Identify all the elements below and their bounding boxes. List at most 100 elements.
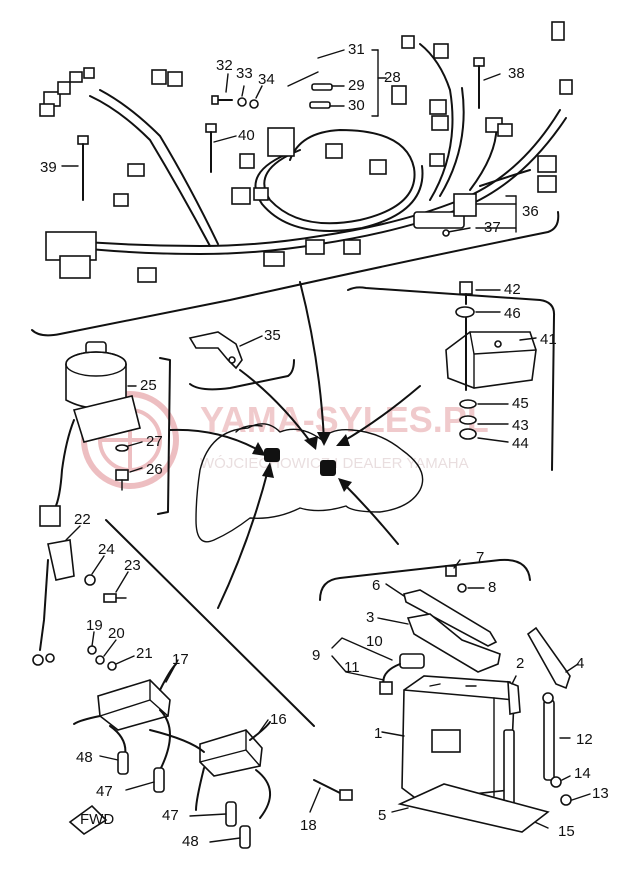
plug-cap-47a	[153, 767, 165, 793]
main-switch-group	[39, 341, 143, 527]
fuse-29	[311, 83, 333, 91]
part-number-label: 45	[512, 395, 529, 412]
part-number-label: 7	[476, 549, 484, 566]
ignition-coil-group: FWD	[32, 525, 353, 849]
part-number-label: 21	[136, 645, 153, 662]
part-number-label: 43	[512, 417, 529, 434]
part-number-label: 12	[576, 731, 593, 748]
bolt-13	[560, 794, 572, 806]
part-number-label: 44	[512, 435, 529, 452]
lead-2	[507, 680, 521, 715]
part-number-label: 29	[348, 77, 365, 94]
part-number-label: 4	[576, 655, 584, 672]
cdi-box-divider	[347, 286, 556, 471]
strap-4	[526, 626, 571, 690]
bolt-26	[115, 469, 129, 481]
fwd-arrow	[68, 804, 108, 835]
part-number-label: 31	[348, 41, 365, 58]
bracket-35-group	[188, 331, 263, 370]
part-number-label: 25	[140, 377, 157, 394]
washer-34	[249, 99, 259, 109]
part-number-label: 47	[162, 807, 179, 824]
washer-27	[115, 444, 129, 452]
vent-tube-15	[503, 729, 515, 811]
watermark: YAMA-SYLES.PL WÓJCIECHOWICZ I DEALER YAM…	[81, 391, 489, 489]
connector-10	[399, 653, 425, 669]
bolt-38	[473, 57, 485, 67]
part-number-label: 8	[488, 579, 496, 596]
harness-divider	[31, 211, 560, 337]
part-number-label: 9	[312, 647, 320, 664]
part-number-label: 11	[344, 659, 360, 676]
part-number-label: 30	[348, 97, 365, 114]
part-number-label: 37	[484, 219, 501, 236]
part-number-label: 40	[238, 127, 255, 144]
part-number-label: 16	[270, 711, 287, 728]
nut-14	[550, 776, 562, 788]
fuse-30	[309, 101, 331, 109]
bracket-35-divider	[189, 359, 295, 391]
part-number-label: 3	[366, 609, 374, 626]
part-number-label: 24	[98, 541, 115, 558]
battery-divider	[319, 558, 531, 601]
part-number-label: 5	[378, 807, 386, 824]
battery-label	[431, 729, 461, 753]
part-number-label: 23	[124, 557, 141, 574]
bolt-39	[77, 135, 89, 145]
locator-arrows	[169, 281, 421, 609]
switch-36	[413, 211, 465, 229]
part-number-label: 14	[574, 765, 591, 782]
part-number-label: 13	[592, 785, 609, 802]
cdi-unit-group	[445, 281, 537, 443]
washer-21	[107, 661, 117, 671]
collar-45	[459, 399, 477, 409]
wiring-harness-group	[39, 21, 573, 283]
tray-5	[397, 783, 550, 833]
switch-connector	[39, 505, 61, 527]
grommet-44	[459, 428, 477, 440]
bracket-12	[543, 699, 555, 781]
leader-lines-top	[61, 49, 517, 233]
watermark-brand: YAMA-SYLES.PL	[200, 399, 489, 440]
part-number-label: 32	[216, 57, 233, 74]
part-number-label: 17	[172, 651, 189, 668]
part-number-label: 33	[236, 65, 253, 82]
part-number-label: 48	[182, 833, 199, 850]
part-number-label: 35	[264, 327, 281, 344]
part-number-label: 6	[372, 577, 380, 594]
part-number-label: 41	[540, 331, 557, 348]
bolt-23	[103, 593, 117, 603]
section-dividers	[31, 211, 560, 727]
switch-location-marker	[320, 460, 336, 476]
part-number-label: 10	[366, 633, 383, 650]
relay-box	[267, 127, 295, 157]
part-number-label: 27	[146, 433, 163, 450]
washer-8	[457, 583, 467, 593]
part-number-label: 15	[558, 823, 575, 840]
bracket-22	[47, 539, 75, 581]
connector-11	[379, 681, 393, 695]
part-number-label: 34	[258, 71, 275, 88]
part-number-label: 36	[522, 203, 539, 220]
washer-20	[95, 655, 105, 665]
grommet-46	[455, 306, 475, 318]
part-number-label: 48	[76, 749, 93, 766]
part-number-label: 28	[384, 69, 401, 86]
part-number-label: 26	[146, 461, 163, 478]
plug-cap-47b	[225, 801, 237, 827]
bolt-7	[445, 565, 457, 577]
ignition-coil-divider	[105, 519, 315, 727]
bolt-42	[459, 281, 473, 295]
part-number-label: 22	[74, 511, 91, 528]
bolt-40	[205, 123, 217, 133]
part-number-label: 39	[40, 159, 57, 176]
cdi-location-marker	[264, 448, 280, 462]
part-number-label: 1	[374, 725, 382, 742]
washer-43	[459, 415, 477, 425]
part-number-label: 2	[516, 655, 524, 672]
battery-group	[331, 559, 591, 833]
plug-cap-48b	[239, 825, 251, 849]
